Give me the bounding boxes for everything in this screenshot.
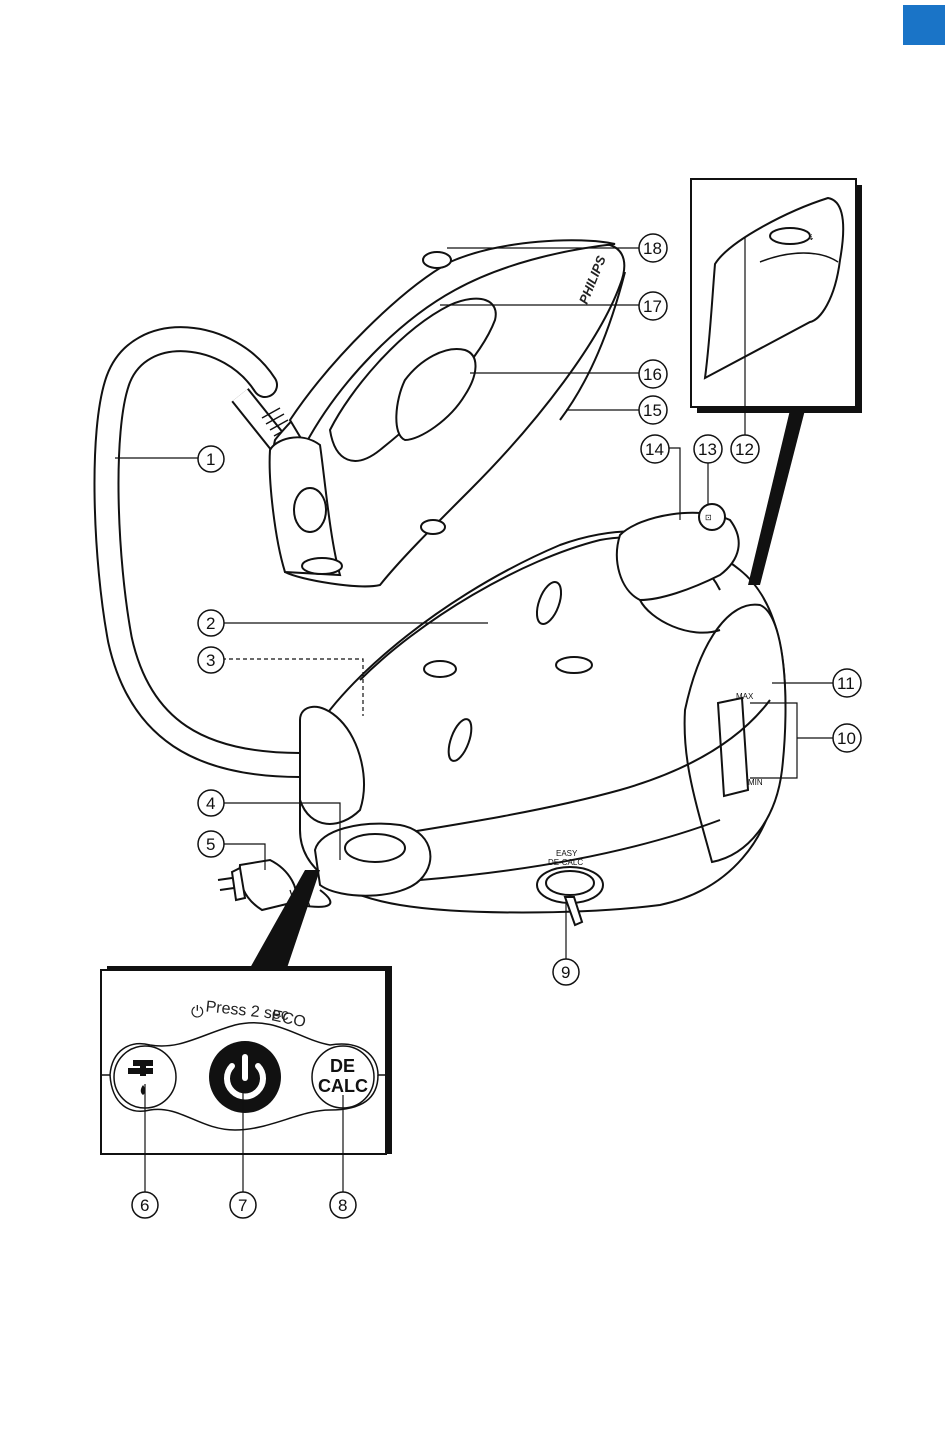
callout-13: 13: [694, 435, 722, 463]
language-tab: [903, 5, 945, 45]
svg-text:12: 12: [735, 440, 754, 459]
svg-text:11: 11: [837, 674, 855, 693]
callout-18: 18: [639, 234, 667, 262]
svg-text:8: 8: [338, 1196, 347, 1215]
svg-text:6: 6: [140, 1196, 149, 1215]
callout-5: 5: [198, 831, 224, 857]
svg-text:9: 9: [561, 963, 570, 982]
decalc-label-calc: CALC: [318, 1076, 368, 1096]
svg-text:17: 17: [643, 297, 662, 316]
svg-text:10: 10: [837, 729, 856, 748]
callout-11: 11: [833, 669, 861, 697]
callout-8: 8: [330, 1192, 356, 1218]
callout-16: 16: [639, 360, 667, 388]
min-mark: MIN: [748, 778, 763, 787]
svg-text:⇣: ⇣: [808, 233, 815, 242]
callout-6: 6: [132, 1192, 158, 1218]
svg-text:3: 3: [206, 651, 215, 670]
callout-10: 10: [833, 724, 861, 752]
svg-text:15: 15: [643, 401, 662, 420]
easy-decalc-label-1: EASY: [556, 849, 578, 858]
callout-1: 1: [198, 446, 224, 472]
svg-text:2: 2: [206, 614, 215, 633]
callout-15: 15: [639, 396, 667, 424]
callout-14: 14: [641, 435, 669, 463]
easy-decalc-label-2: DE-CALC: [548, 858, 583, 867]
decalc-label-de: DE: [330, 1056, 355, 1076]
callout-4: 4: [198, 790, 224, 816]
svg-text:⏻: ⏻: [191, 1004, 204, 1021]
callout-9: 9: [553, 959, 579, 985]
svg-text:⊡: ⊡: [705, 513, 712, 522]
callout-2: 2: [198, 610, 224, 636]
svg-text:1: 1: [206, 450, 215, 469]
callout-12: 12: [731, 435, 759, 463]
max-mark: MAX: [736, 692, 754, 701]
svg-text:18: 18: [643, 239, 662, 258]
callout-7: 7: [230, 1192, 256, 1218]
svg-text:14: 14: [645, 440, 664, 459]
steam-iron: PHILIPS: [270, 240, 625, 586]
callout-17: 17: [639, 292, 667, 320]
svg-text:7: 7: [238, 1196, 247, 1215]
svg-text:5: 5: [206, 835, 215, 854]
svg-text:13: 13: [698, 440, 717, 459]
svg-text:4: 4: [206, 794, 215, 813]
callout-3: 3: [198, 647, 224, 673]
svg-text:16: 16: [643, 365, 662, 384]
